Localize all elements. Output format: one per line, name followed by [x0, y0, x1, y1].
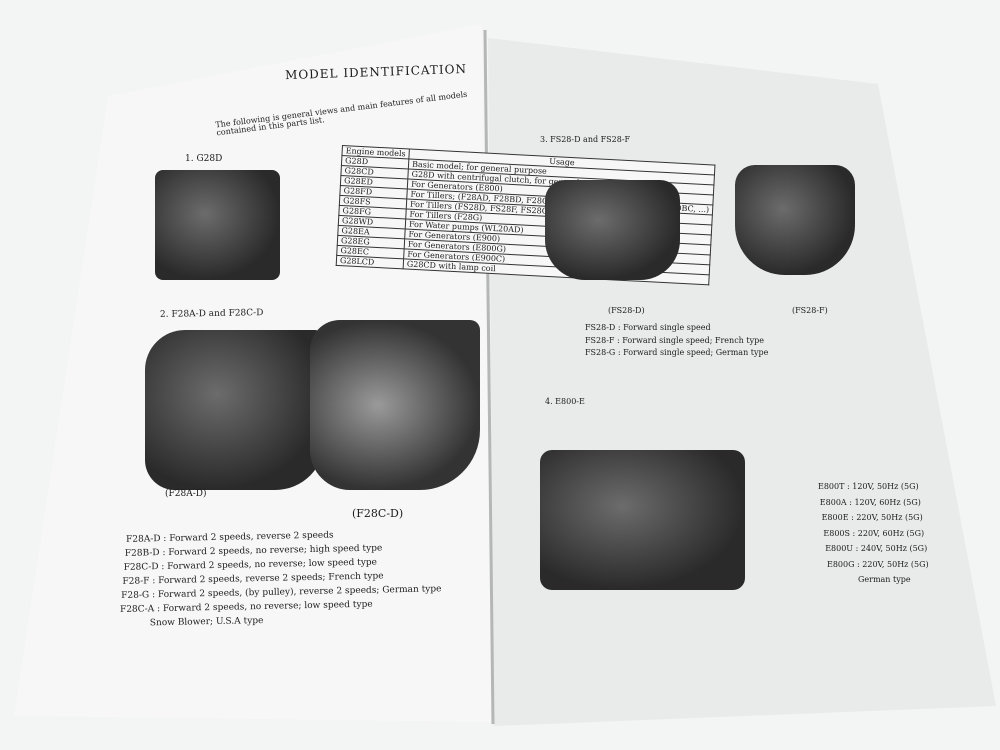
- section-1-heading: 1. G28D: [185, 154, 223, 164]
- caption-fs28-f: (FS28-F): [792, 306, 828, 315]
- model-description: German type: [858, 575, 911, 584]
- section-3-heading: 3. FS28-D and FS28-F: [540, 135, 631, 144]
- engine-g28d-photo: [155, 170, 280, 280]
- tiller-fs28-d-photo: [545, 180, 680, 280]
- model-description: E800A : 120V, 60Hz (5G): [819, 497, 921, 507]
- caption-fs28-d: (FS28-D): [608, 306, 645, 315]
- model-description: E800U : 240V, 50Hz (5G): [825, 544, 928, 553]
- tiller-fs28-f-photo: [735, 165, 855, 275]
- spine: [483, 29, 495, 725]
- model-description: E800E : 220V, 50Hz (5G): [821, 513, 923, 522]
- tiller-f28c-d-photo: [310, 320, 480, 490]
- model-description: E800T : 120V, 50Hz (5G): [818, 482, 919, 491]
- tiller-f28a-d-photo: [145, 330, 325, 490]
- section-2-heading: 2. F28A-D and F28C-D: [159, 308, 264, 320]
- model-description: FS28-D : Forward single speed: [585, 323, 711, 332]
- caption-f28a-d: (F28A-D): [165, 489, 207, 499]
- model-description: E800S : 220V, 60Hz (5G): [823, 528, 925, 538]
- model-description: FS28-G : Forward single speed; German ty…: [585, 348, 769, 357]
- model-description: FS28-F : Forward single speed; French ty…: [585, 335, 764, 345]
- caption-f28c-d: (F28C-D): [352, 507, 404, 520]
- section-4-heading: 4. E800-E: [545, 397, 585, 406]
- generator-e800-photo: [540, 450, 745, 590]
- model-description: E800G : 220V, 50Hz (5G): [827, 559, 929, 569]
